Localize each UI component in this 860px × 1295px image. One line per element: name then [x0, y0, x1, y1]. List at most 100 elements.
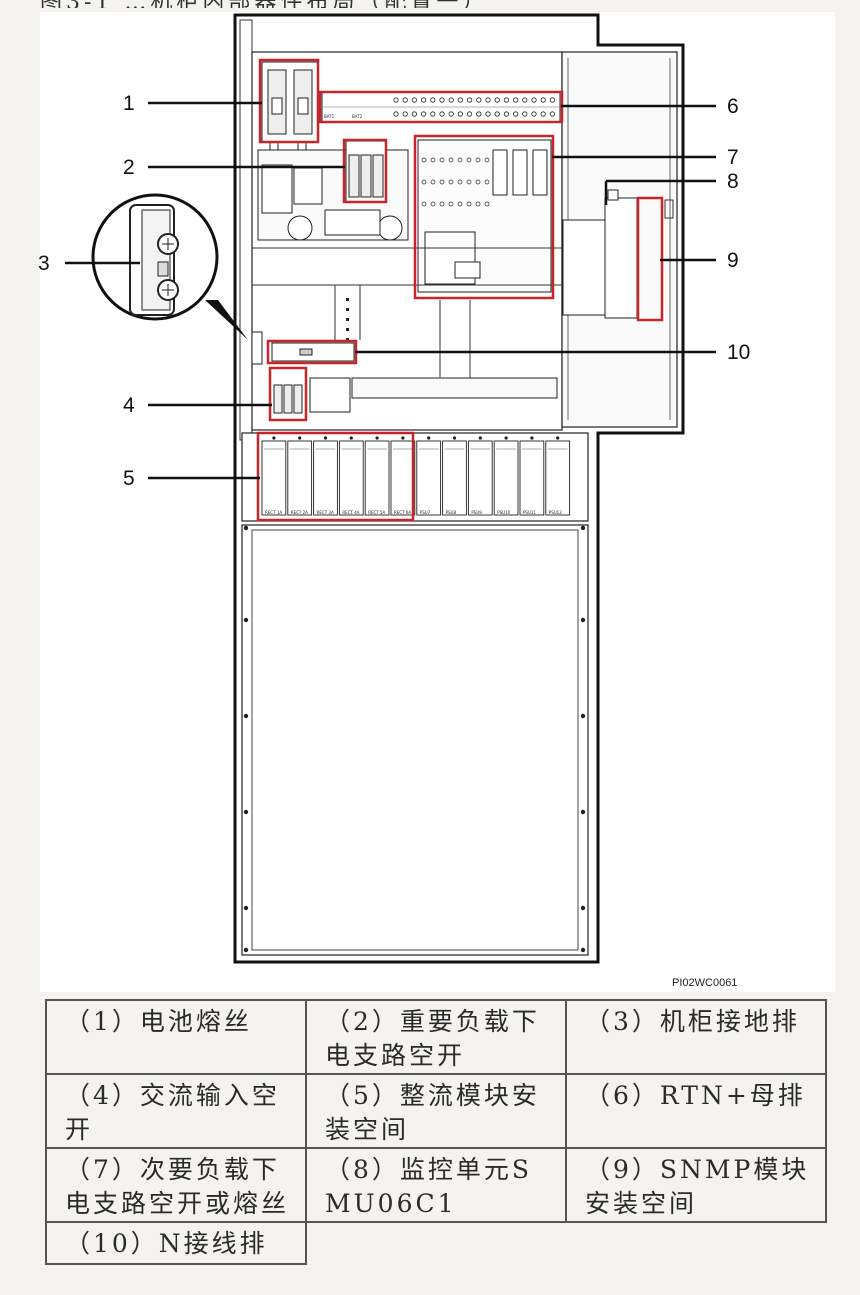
- slot-label: PSU10: [497, 510, 510, 515]
- callout-3: 3: [38, 252, 50, 275]
- callout-1: 1: [123, 92, 135, 115]
- rectifier-slot: [519, 440, 545, 516]
- highlight-2: [342, 138, 388, 204]
- bus-hole: [439, 97, 445, 103]
- callout-2: 2: [123, 156, 135, 179]
- terminal-hole: [484, 157, 490, 163]
- callout-5: 5: [123, 467, 135, 490]
- rectifier-slot: [467, 440, 493, 516]
- slot-label: RECT 3A: [317, 510, 334, 515]
- bus-hole: [457, 111, 463, 117]
- rectifier-slot: [261, 440, 287, 516]
- legend-row: （1）电池熔丝（2）重要负载下电支路空开（3）机柜接地排: [45, 999, 827, 1075]
- bus-hole: [393, 97, 399, 103]
- legend-row: （4）交流输入空开（5）整流模块安装空间（6）RTN+母排: [45, 1073, 827, 1149]
- screw: [580, 809, 586, 815]
- cabinet-diagram: BAT1 BAT2: [38, 12, 835, 992]
- rail-hole: [346, 298, 349, 301]
- rectifier-slot: [442, 440, 467, 516]
- rectifier-slot: [390, 440, 416, 516]
- bus-label-1: BAT1: [324, 114, 335, 119]
- slot-label: PSU7: [420, 510, 431, 515]
- highlight-1: [258, 58, 320, 144]
- terminal-hole: [439, 179, 445, 185]
- screw: [243, 525, 249, 531]
- important-load-breakers: [345, 140, 387, 203]
- bus-hole: [402, 111, 408, 117]
- monitoring-unit-smu: [562, 189, 638, 319]
- bus-hole: [466, 111, 473, 117]
- terminal-hole: [421, 179, 427, 185]
- slot-label: RECT 1A: [265, 510, 282, 515]
- terminal-hole: [430, 179, 436, 185]
- callout-6: 6: [727, 95, 739, 118]
- screw: [580, 617, 586, 623]
- slot-label: RECT 5A: [368, 510, 385, 515]
- terminal-hole: [466, 157, 472, 163]
- bus-hole: [494, 111, 500, 117]
- bus-hole: [411, 111, 417, 117]
- bus-hole: [476, 111, 482, 117]
- screw: [580, 525, 586, 531]
- legend-cell: （5）整流模块安装空间: [305, 1073, 567, 1149]
- slot-label: RECT 2A: [291, 510, 308, 515]
- slot-label: RECT 6A: [394, 510, 411, 515]
- n-terminal-bar: [271, 342, 355, 362]
- bus-hole: [503, 111, 509, 117]
- legend-table: （1）电池熔丝（2）重要负载下电支路空开（3）机柜接地排（4）交流输入空开（5）…: [45, 999, 827, 1265]
- screw: [243, 809, 249, 815]
- ground-bar-magnifier: [91, 193, 248, 340]
- bus-hole: [420, 111, 427, 117]
- callout-7: 7: [727, 146, 739, 169]
- bus-hole: [430, 111, 436, 117]
- bus-hole: [393, 111, 399, 117]
- callout-4: 4: [123, 394, 135, 417]
- terminal-hole: [439, 201, 445, 207]
- highlight-4: [268, 366, 308, 422]
- rectifier-slot: [338, 440, 364, 516]
- highlight-5: [256, 431, 415, 522]
- bus-hole: [402, 97, 408, 103]
- busbar-holes: [393, 97, 556, 117]
- bus-hole: [512, 111, 519, 117]
- bus-hole: [540, 111, 546, 117]
- screw: [580, 947, 586, 953]
- bus-hole: [457, 97, 463, 103]
- bus-hole: [485, 97, 491, 103]
- rectifier-subrack: RECT 1A RECT 2A RECT 3A RECT 4A RECT 5A RECT …: [241, 432, 589, 522]
- terminal-hole: [430, 201, 436, 207]
- screw: [243, 713, 249, 719]
- terminal-hole: [466, 179, 472, 185]
- rectifier-slot: [364, 440, 390, 516]
- terminal-hole: [457, 179, 463, 185]
- bus-hole: [540, 97, 546, 103]
- bus-hole: [439, 111, 445, 117]
- panel-screws: [243, 525, 586, 953]
- callout-8: 8: [727, 170, 739, 193]
- terminal-hole: [448, 157, 454, 163]
- rail-hole: [346, 308, 349, 311]
- rectifier-slot: [493, 440, 519, 516]
- ac-input-breakers: [269, 367, 558, 421]
- bus-hole: [503, 97, 509, 103]
- terminal-hole: [457, 201, 463, 207]
- legend-empty-cell: [305, 1222, 826, 1264]
- slot-label: PSU9: [471, 510, 482, 515]
- rectifier-slot: [287, 440, 313, 516]
- legend-cell: （1）电池熔丝: [45, 999, 307, 1075]
- callout-10: 10: [727, 341, 750, 364]
- bus-hole: [430, 97, 436, 103]
- bus-hole: [476, 97, 482, 103]
- slot-label: PSU8: [446, 510, 457, 515]
- bus-hole: [411, 97, 417, 103]
- legend-cell: （2）重要负载下电支路空开: [305, 999, 567, 1075]
- legend-row: （7）次要负载下电支路空开或熔丝（8）监控单元SMU06C1（9）SNMP模块安…: [45, 1147, 827, 1223]
- slot-label: RECT 4A: [342, 510, 359, 515]
- lower-blank-panel: [241, 524, 589, 956]
- bus-hole: [448, 97, 454, 103]
- terminal-hole: [448, 201, 454, 207]
- bus-hole: [531, 111, 537, 117]
- rail-hole: [346, 318, 349, 321]
- bus-hole: [512, 97, 519, 103]
- bus-hole: [485, 111, 491, 117]
